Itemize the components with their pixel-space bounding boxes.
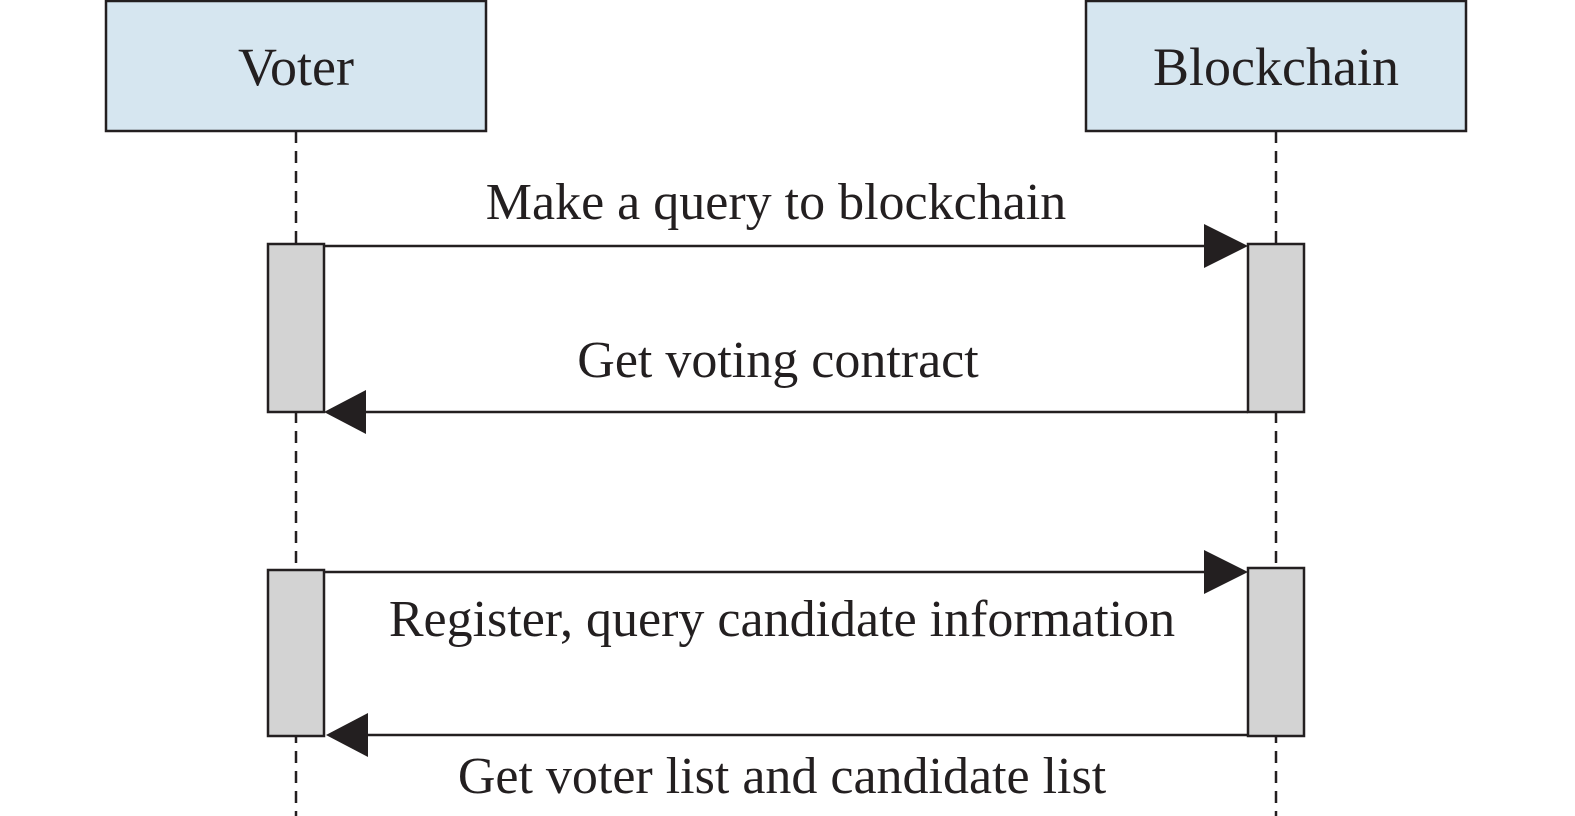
message-1-arrowhead xyxy=(1204,224,1248,268)
voter-actor: Voter xyxy=(104,0,488,133)
message-1-label: Make a query to blockchain xyxy=(486,174,1066,231)
message-2: Get voting contract xyxy=(324,332,1248,434)
message-2-label: Get voting contract xyxy=(577,332,979,389)
blockchain-actor: Blockchain xyxy=(1084,0,1468,133)
message-3-arrowhead xyxy=(1204,550,1248,594)
blockchain-actor-box xyxy=(1084,0,1468,133)
message-4-arrowhead xyxy=(326,713,368,757)
voter-actor-label: Voter xyxy=(238,37,354,97)
message-4-label: Get voter list and candidate list xyxy=(458,748,1107,805)
blockchain-activation-1 xyxy=(1246,242,1306,414)
voter-activation-2 xyxy=(266,568,326,738)
blockchain-activation-2 xyxy=(1246,566,1306,738)
message-4: Get voter list and candidate list xyxy=(326,713,1248,805)
message-1: Make a query to blockchain xyxy=(324,174,1248,268)
message-2-arrowhead xyxy=(324,390,366,434)
message-3: Register, query candidate information xyxy=(324,550,1248,648)
voter-activation-1 xyxy=(266,242,326,414)
voter-actor-box xyxy=(104,0,488,133)
message-3-label: Register, query candidate information xyxy=(389,591,1175,648)
blockchain-actor-label: Blockchain xyxy=(1153,37,1399,97)
